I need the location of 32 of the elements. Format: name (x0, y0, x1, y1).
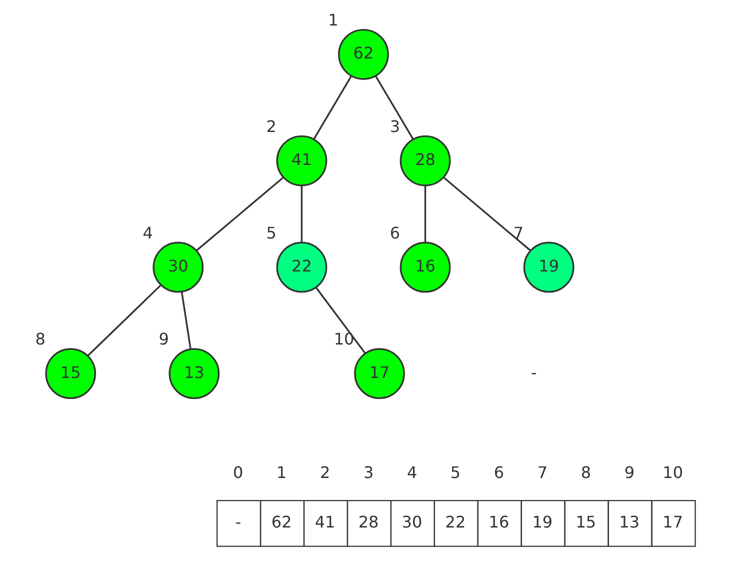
label: 15 (575, 512, 596, 532)
label: 19 (532, 512, 552, 532)
label: 22 (444, 512, 466, 532)
node-label: 9 (158, 330, 168, 349)
label: 0 (232, 462, 243, 482)
node-label: 6 (389, 223, 400, 242)
label: 5 (450, 462, 460, 482)
label: 16 (488, 512, 509, 532)
node-label: 3 (389, 116, 400, 136)
label: 7 (536, 462, 548, 482)
label: 28 (358, 512, 378, 532)
node-label: 8 (34, 330, 45, 349)
label: 1 (276, 462, 286, 482)
label: 6 (493, 462, 504, 482)
label: 17 (662, 512, 683, 532)
label: 2 (320, 462, 330, 482)
label: 9 (624, 462, 634, 482)
label: 13 (618, 512, 640, 532)
label: 4 (406, 462, 417, 482)
label: 3 (362, 462, 374, 482)
label: 10 (662, 462, 683, 482)
label: - (530, 362, 536, 382)
node-label: 1 (328, 10, 338, 30)
node-label: 7 (512, 223, 524, 242)
label: 30 (401, 512, 422, 532)
label: - (234, 512, 241, 532)
label: 8 (580, 462, 591, 482)
label: 41 (314, 512, 335, 532)
node-label: 2 (266, 116, 276, 136)
node-label: 4 (142, 223, 152, 242)
label: 62 (270, 512, 292, 532)
node-label: 5 (266, 223, 276, 242)
